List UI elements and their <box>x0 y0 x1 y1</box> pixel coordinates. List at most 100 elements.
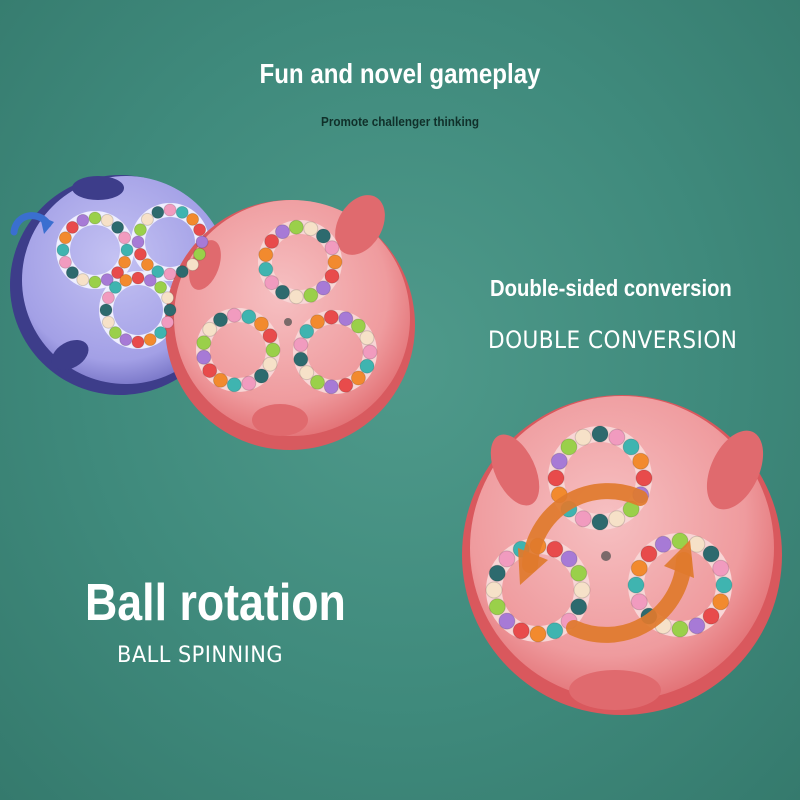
puzzle-ball <box>88 211 102 225</box>
puzzle-ball <box>193 223 207 237</box>
puzzle-ball <box>574 428 592 446</box>
puzzle-ball <box>688 617 706 635</box>
puzzle-ball <box>253 316 269 332</box>
puzzle-ball <box>100 213 114 227</box>
puzzle-ball <box>550 452 568 470</box>
puzzle-ball <box>151 265 165 279</box>
puzzle-ball <box>303 221 319 237</box>
puzzle-balls <box>56 203 733 643</box>
puzzle-ball <box>362 344 378 360</box>
puzzle-ball <box>108 326 122 340</box>
puzzle-ball <box>627 576 645 594</box>
puzzle-ball <box>65 266 79 280</box>
puzzle-ball <box>488 598 506 616</box>
puzzle-ball <box>288 289 304 305</box>
puzzle-ball <box>702 545 720 563</box>
puzzle-ball <box>193 247 207 261</box>
puzzle-ball <box>76 273 90 287</box>
puzzle-ball <box>591 513 609 531</box>
puzzle-ball <box>338 311 354 327</box>
puzzle-ball <box>712 559 730 577</box>
puzzle-ball <box>108 280 122 294</box>
puzzle-ball <box>143 333 157 347</box>
puzzle-ball <box>253 368 269 384</box>
puzzle-ball <box>323 309 339 325</box>
puzzle-ball <box>163 267 177 281</box>
puzzle-ball <box>323 379 339 395</box>
puzzle-ball <box>560 550 578 568</box>
puzzle-ball <box>175 205 189 219</box>
puzzle-ball <box>275 224 290 240</box>
puzzle-ball <box>111 220 125 234</box>
puzzle-ball <box>293 337 309 353</box>
puzzle-ball <box>58 255 72 269</box>
puzzle-ball <box>591 425 609 443</box>
pink-puzzle-toy-small <box>165 195 415 450</box>
puzzle-ball <box>498 612 516 630</box>
puzzle-ball <box>635 469 653 487</box>
puzzle-ball <box>151 205 165 219</box>
puzzle-ball <box>299 365 315 381</box>
puzzle-ball <box>258 247 274 263</box>
puzzle-ball <box>546 622 564 640</box>
puzzle-ball <box>315 228 331 244</box>
puzzle-ball <box>161 291 175 305</box>
puzzle-ball <box>186 212 200 226</box>
puzzle-ball <box>213 372 228 388</box>
puzzle-ball <box>327 254 343 270</box>
rotation-arrows-icon <box>518 483 694 643</box>
puzzle-ball <box>65 220 79 234</box>
puzzle-ball <box>573 581 591 599</box>
puzzle-ball <box>226 307 242 323</box>
puzzle-ball <box>671 532 689 550</box>
puzzle-ball <box>131 235 145 249</box>
feature-title-double-sided: Double-sided conversion <box>490 275 732 301</box>
puzzle-ball <box>111 266 125 280</box>
puzzle-ball <box>546 540 564 558</box>
puzzle-ball <box>140 258 154 272</box>
puzzle-ball <box>118 255 132 269</box>
puzzle-ball <box>120 243 134 257</box>
puzzle-ball <box>163 203 177 217</box>
puzzle-ball <box>654 535 672 553</box>
puzzle-ball <box>688 535 706 553</box>
puzzle-ball <box>265 342 281 358</box>
puzzle-ball <box>101 291 115 305</box>
puzzle-ball <box>264 233 280 249</box>
puzzle-ball <box>574 510 592 528</box>
puzzle-ball <box>133 223 147 237</box>
puzzle-ball <box>288 219 304 235</box>
puzzle-ball <box>58 231 72 245</box>
puzzle-ball <box>226 377 242 393</box>
puzzle-ball <box>485 581 503 599</box>
puzzle-ball <box>630 559 648 577</box>
puzzle-ball <box>241 309 257 325</box>
flip-arrow-head-icon <box>40 216 54 234</box>
puzzle-ball <box>310 314 325 330</box>
puzzle-ball <box>310 374 325 390</box>
puzzle-ball <box>99 303 113 317</box>
puzzle-ball <box>512 622 530 640</box>
puzzle-ball <box>258 261 274 277</box>
puzzle-ball <box>630 593 648 611</box>
puzzle-ball <box>118 231 132 245</box>
puzzle-ball <box>186 258 200 272</box>
puzzle-ball <box>56 243 70 257</box>
puzzle-ball <box>338 377 354 393</box>
puzzle-ball <box>275 284 290 300</box>
puzzle-ball <box>262 328 278 344</box>
puzzle-ball <box>262 356 278 372</box>
puzzle-ball <box>570 598 588 616</box>
puzzle-ball <box>161 315 175 329</box>
puzzle-ball <box>131 271 145 285</box>
puzzle-ball <box>359 358 375 374</box>
puzzle-ball <box>560 438 578 456</box>
puzzle-ball <box>570 564 588 582</box>
puzzle-ball <box>163 303 177 317</box>
puzzle-ball <box>640 545 658 563</box>
puzzle-ball <box>143 273 157 287</box>
puzzle-ball <box>359 330 375 346</box>
puzzle-ball <box>303 287 319 303</box>
puzzle-ball <box>196 349 212 365</box>
